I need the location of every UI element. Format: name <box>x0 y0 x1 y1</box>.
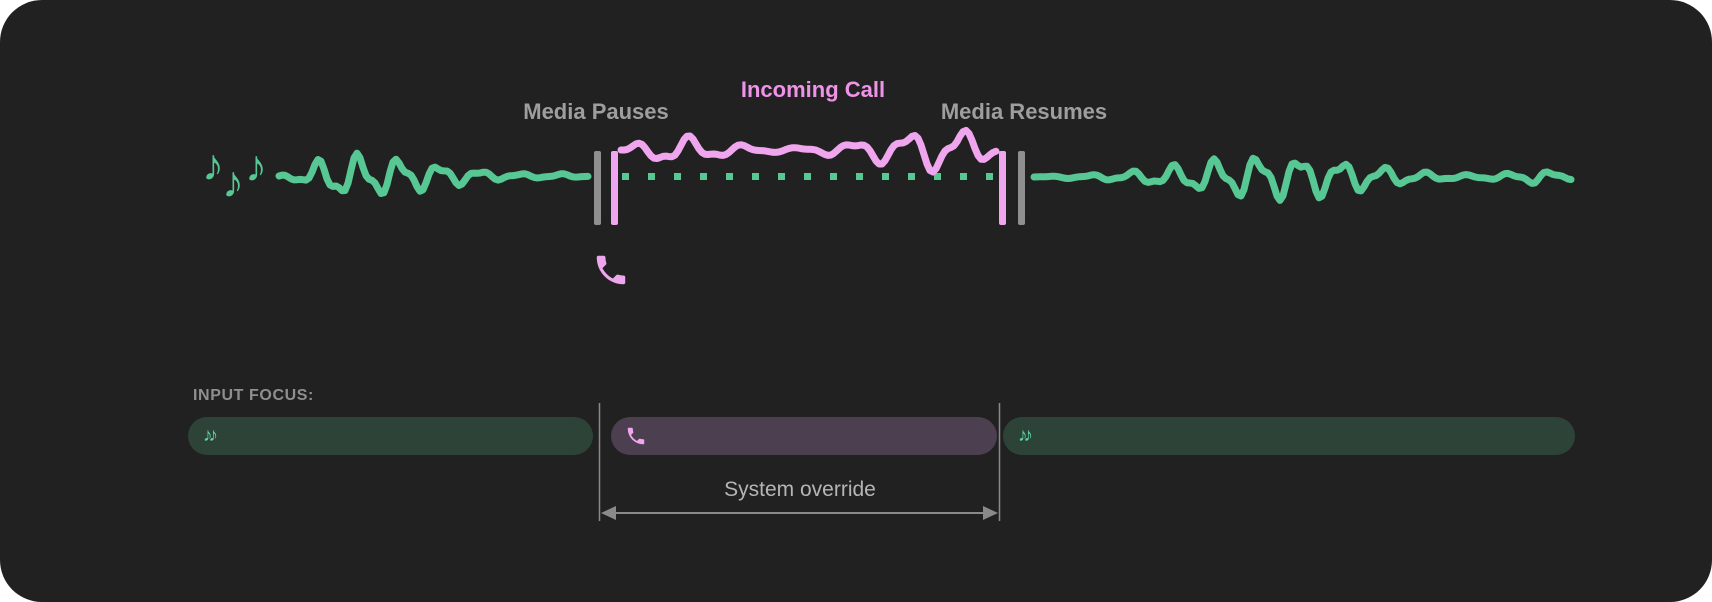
media-pause-bar-gray <box>594 151 601 225</box>
phone-icon <box>627 427 645 445</box>
music-notes-icon: ♪ ♪ ♪ <box>202 138 282 222</box>
music-notes-icon: ♪♪ <box>203 424 218 446</box>
music-note-icon: ♪ <box>222 158 244 207</box>
arrow-head-left <box>601 506 616 520</box>
incoming-call-waveform <box>617 126 1000 176</box>
focus-segment-media-before: ♪♪ <box>188 417 593 455</box>
input-focus-heading: INPUT FOCUS: <box>193 387 314 404</box>
media-pause-bar-pink <box>611 151 618 225</box>
media-waveform-right <box>1030 154 1575 204</box>
music-note-icon: ♪ <box>202 141 224 190</box>
media-pauses-label: Media Pauses <box>523 99 669 124</box>
arrow-head-right <box>983 506 998 520</box>
media-waveform-left <box>275 149 592 197</box>
music-notes-icon: ♪♪ <box>1018 424 1033 446</box>
system-override-label: System override <box>724 478 876 501</box>
music-note-icon: ♪ <box>245 142 267 191</box>
focus-segment-media-after: ♪♪ <box>1003 417 1575 455</box>
phone-icon <box>596 255 626 285</box>
media-resume-bar-pink <box>999 151 1006 225</box>
media-resumes-label: Media Resumes <box>940 99 1108 124</box>
media-resume-bar-gray <box>1018 151 1025 225</box>
focus-segment-call <box>611 417 997 455</box>
incoming-call-label: Incoming Call <box>740 77 886 102</box>
